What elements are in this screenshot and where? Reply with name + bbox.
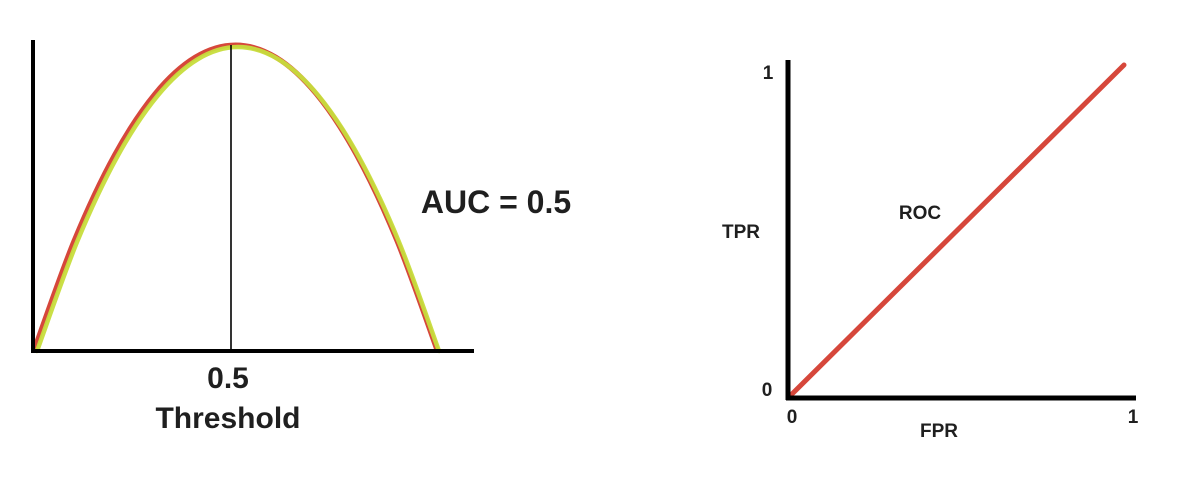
roc-y-tick-1: 1 [763,63,774,84]
threshold-curves [31,42,442,354]
series-line-roc [786,62,1127,400]
roc-x-tick-1: 1 [1128,407,1139,428]
threshold-distribution-chart: 0.5 Threshold AUC = 0.5 [31,40,571,435]
roc-series [786,62,1127,400]
roc-chart: 1 0 0 1 TPR FPR ROC [722,60,1139,442]
series-line-threshold-yellow [34,44,442,354]
threshold-axis-label: Threshold [155,402,300,435]
tpr-axis-label: TPR [722,222,760,243]
fpr-axis-label: FPR [920,421,958,442]
threshold-tick-label: 0.5 [207,362,249,395]
roc-y-tick-0: 0 [762,380,773,401]
auc-annotation: AUC = 0.5 [421,184,571,220]
roc-series-label: ROC [899,203,942,224]
roc-x-tick-0: 0 [787,407,798,428]
